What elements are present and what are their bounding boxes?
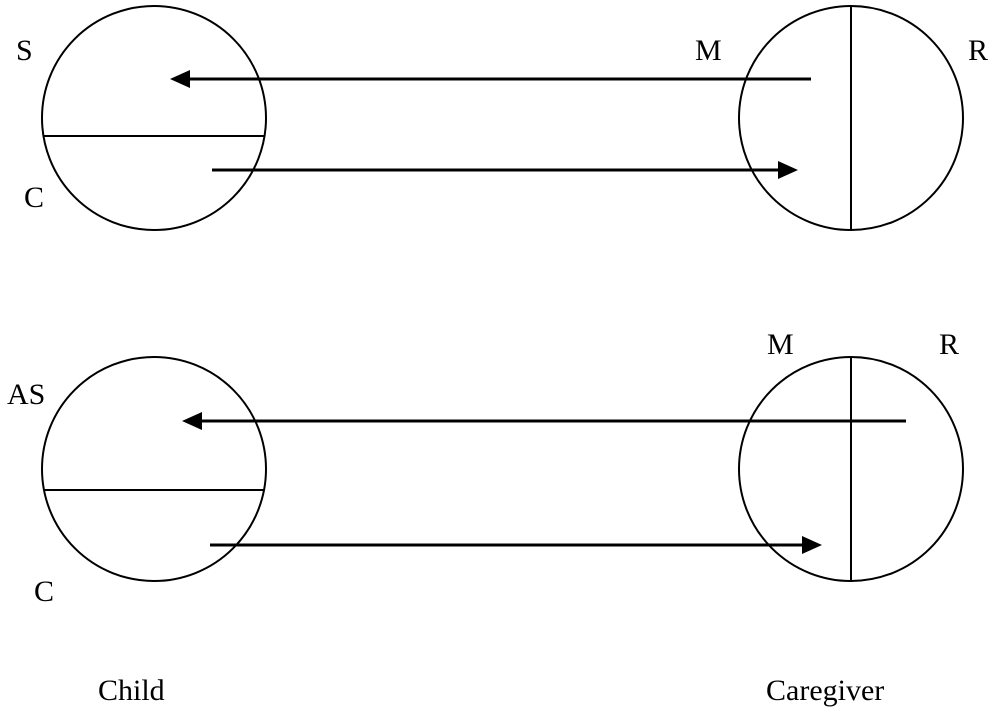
bottom-panel: AS C M R bbox=[7, 328, 964, 608]
top-arrowhead-to-child bbox=[170, 70, 190, 88]
top-arrowhead-to-caregiver bbox=[778, 161, 798, 179]
top-child-lower-label: C bbox=[24, 181, 44, 214]
top-caregiver-right-label: R bbox=[968, 34, 988, 67]
bottom-arrowhead-to-caregiver bbox=[802, 536, 822, 554]
bottom-child-upper-label: AS bbox=[7, 378, 45, 411]
top-child-circle bbox=[41, 5, 267, 231]
top-caregiver-left-label: M bbox=[695, 34, 722, 67]
caregiver-caption: Caregiver bbox=[766, 674, 884, 707]
top-panel: S C M R bbox=[16, 5, 988, 231]
bottom-child-lower-label: C bbox=[34, 575, 54, 608]
top-child-upper-label: S bbox=[16, 34, 33, 67]
bottom-child-circle bbox=[41, 356, 267, 582]
bottom-caregiver-right-label: R bbox=[939, 328, 959, 361]
child-caption: Child bbox=[98, 674, 165, 707]
bottom-arrowhead-to-child bbox=[182, 412, 202, 430]
bottom-caregiver-left-label: M bbox=[767, 328, 794, 361]
